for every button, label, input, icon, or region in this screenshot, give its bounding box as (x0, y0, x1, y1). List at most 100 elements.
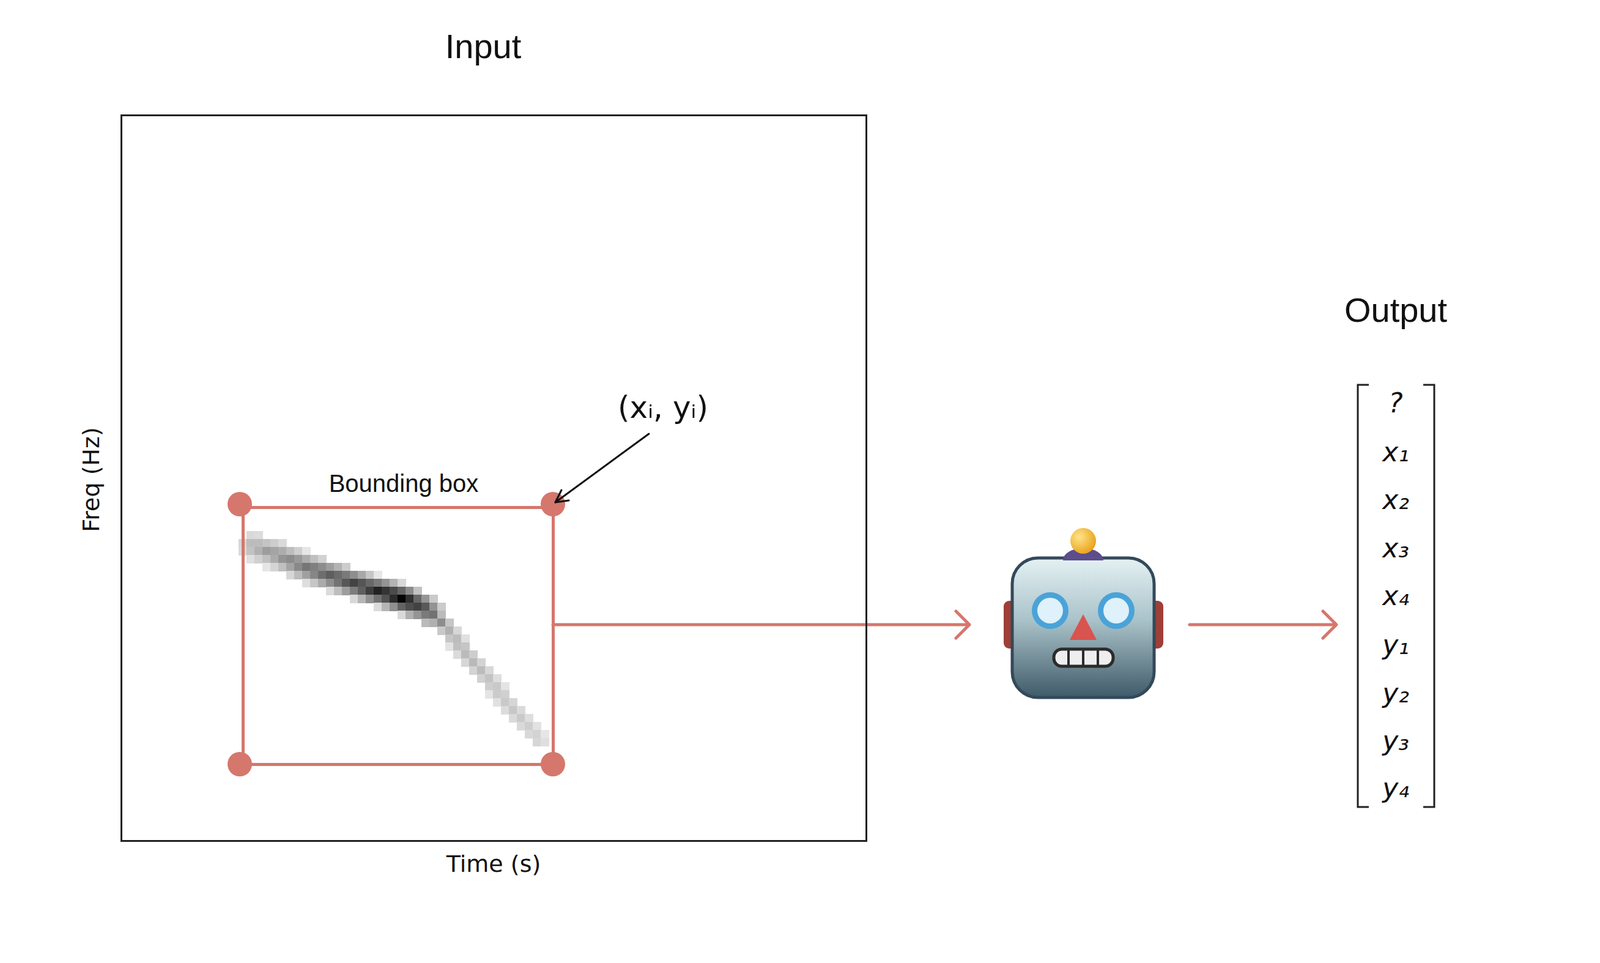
spectrogram-pixel (278, 546, 287, 556)
spectrogram-pixel (429, 602, 438, 612)
spectrogram-pixel (397, 610, 407, 619)
spectrogram-pixel (357, 570, 367, 580)
spectrogram-pixel (405, 586, 415, 596)
spectrogram-pixel (461, 642, 470, 651)
spectrogram-pixel (485, 681, 494, 691)
spectrogram-pixel (357, 594, 367, 604)
spectrogram-pixel (389, 586, 399, 596)
spectrogram-pixel (381, 594, 391, 604)
robot-eye (1103, 597, 1130, 624)
spectrogram-pixel (254, 546, 263, 556)
spectrogram-pixel (540, 729, 550, 739)
spectrogram-pixel (437, 618, 446, 627)
spectrogram-pixel (540, 737, 550, 747)
spectrogram-pixel (310, 578, 319, 588)
flow-arrow (552, 611, 1337, 638)
spectrogram-pixel (246, 538, 256, 548)
spectrogram-pixel (341, 570, 351, 580)
spectrogram-pixel (341, 586, 351, 596)
box-label: Bounding box (329, 469, 479, 498)
spectrogram-pixel (453, 634, 462, 643)
coordinate-label: (xᵢ, yᵢ) (617, 390, 709, 426)
robot-nose (1069, 614, 1097, 640)
spectrogram (238, 530, 550, 747)
spectrogram-pixel (333, 570, 343, 580)
spectrogram-pixel (381, 586, 391, 596)
spectrogram-pixel (461, 650, 470, 659)
spectrogram-pixel (373, 586, 383, 596)
spectrogram-pixel (397, 586, 407, 596)
arrow-head (955, 611, 970, 638)
arrow-head (1322, 611, 1337, 638)
spectrogram-pixel (349, 594, 359, 604)
robot-eye (1031, 592, 1069, 629)
spectrogram-pixel (262, 546, 271, 556)
spectrogram-pixel (349, 586, 359, 596)
arrow-shaft (552, 623, 969, 627)
spectrogram-pixel (453, 650, 462, 659)
spectrogram-pixel (278, 554, 287, 564)
spectrogram-pixel (421, 594, 430, 604)
spectrogram-pixel (365, 586, 375, 596)
spectrogram-pixel (325, 570, 335, 580)
spectrogram-pixel (524, 721, 534, 731)
spectrogram-pixel (508, 705, 518, 715)
spectrogram-pixel (333, 578, 343, 588)
spectrogram-pixel (445, 642, 454, 651)
spectrogram-pixel (294, 562, 303, 572)
spectrogram-pixel (429, 618, 438, 627)
spectrogram-pixel (413, 602, 423, 612)
spectrogram-pixel (405, 610, 415, 619)
vector-entry: ? (1388, 387, 1403, 419)
robot-head (1012, 557, 1155, 698)
vector-entry: x₁ (1382, 436, 1410, 468)
spectrogram-pixel (500, 705, 510, 715)
spectrogram-pixel (532, 721, 542, 731)
spectrogram-pixel (373, 602, 383, 612)
spectrogram-pixel (325, 562, 335, 572)
spectrogram-pixel (357, 578, 367, 588)
spectrogram-pixel (318, 554, 327, 564)
vector-heading: Output (1344, 290, 1448, 330)
axis-label: Time (s) (446, 850, 542, 878)
spectrogram-pixel (389, 602, 399, 612)
spectrogram-pixel (445, 626, 454, 635)
spectrogram-pixel (341, 562, 351, 572)
panel-heading: Input (445, 26, 522, 67)
spectrogram-pixel (477, 674, 486, 683)
spectrogram-pixel (532, 729, 542, 739)
spectrogram-pixel (508, 713, 518, 723)
spectrogram-pixel (318, 562, 327, 572)
spectrogram-pixel (286, 562, 295, 572)
arrow-head (555, 489, 569, 503)
spectrogram-pixel (492, 689, 502, 699)
spectrogram-pixel (532, 737, 542, 747)
spectrogram-pixel (453, 642, 462, 651)
spectrogram-pixel (254, 530, 263, 540)
spectrogram-pixel (413, 610, 423, 619)
spectrogram-pixel (492, 697, 502, 707)
spectrogram-pixel (254, 554, 263, 564)
vector-entry: y₂ (1382, 677, 1410, 709)
spectrogram-pixel (246, 554, 256, 564)
spectrogram-pixel (389, 594, 399, 604)
spectrogram-pixel (262, 562, 271, 572)
spectrogram-pixel (500, 697, 510, 707)
spectrogram-pixel (310, 554, 319, 564)
spectrogram-pixel (373, 594, 383, 604)
spectrogram-pixel (286, 570, 295, 580)
spectrogram-pixel (437, 602, 446, 612)
spectrogram-pixel (437, 610, 446, 619)
vector-entry: x₄ (1382, 580, 1410, 612)
spectrogram-pixel (516, 713, 526, 723)
spectrogram-pixel (445, 634, 454, 643)
spectrogram-pixel (310, 570, 319, 580)
spectrogram-pixel (294, 570, 303, 580)
leader-arrow (555, 433, 649, 503)
spectrogram-pixel (421, 602, 430, 612)
spectrogram-pixel (302, 554, 311, 564)
spectrogram-pixel (485, 666, 494, 675)
spectrogram-pixel (397, 602, 407, 612)
corner-dot (227, 491, 252, 517)
